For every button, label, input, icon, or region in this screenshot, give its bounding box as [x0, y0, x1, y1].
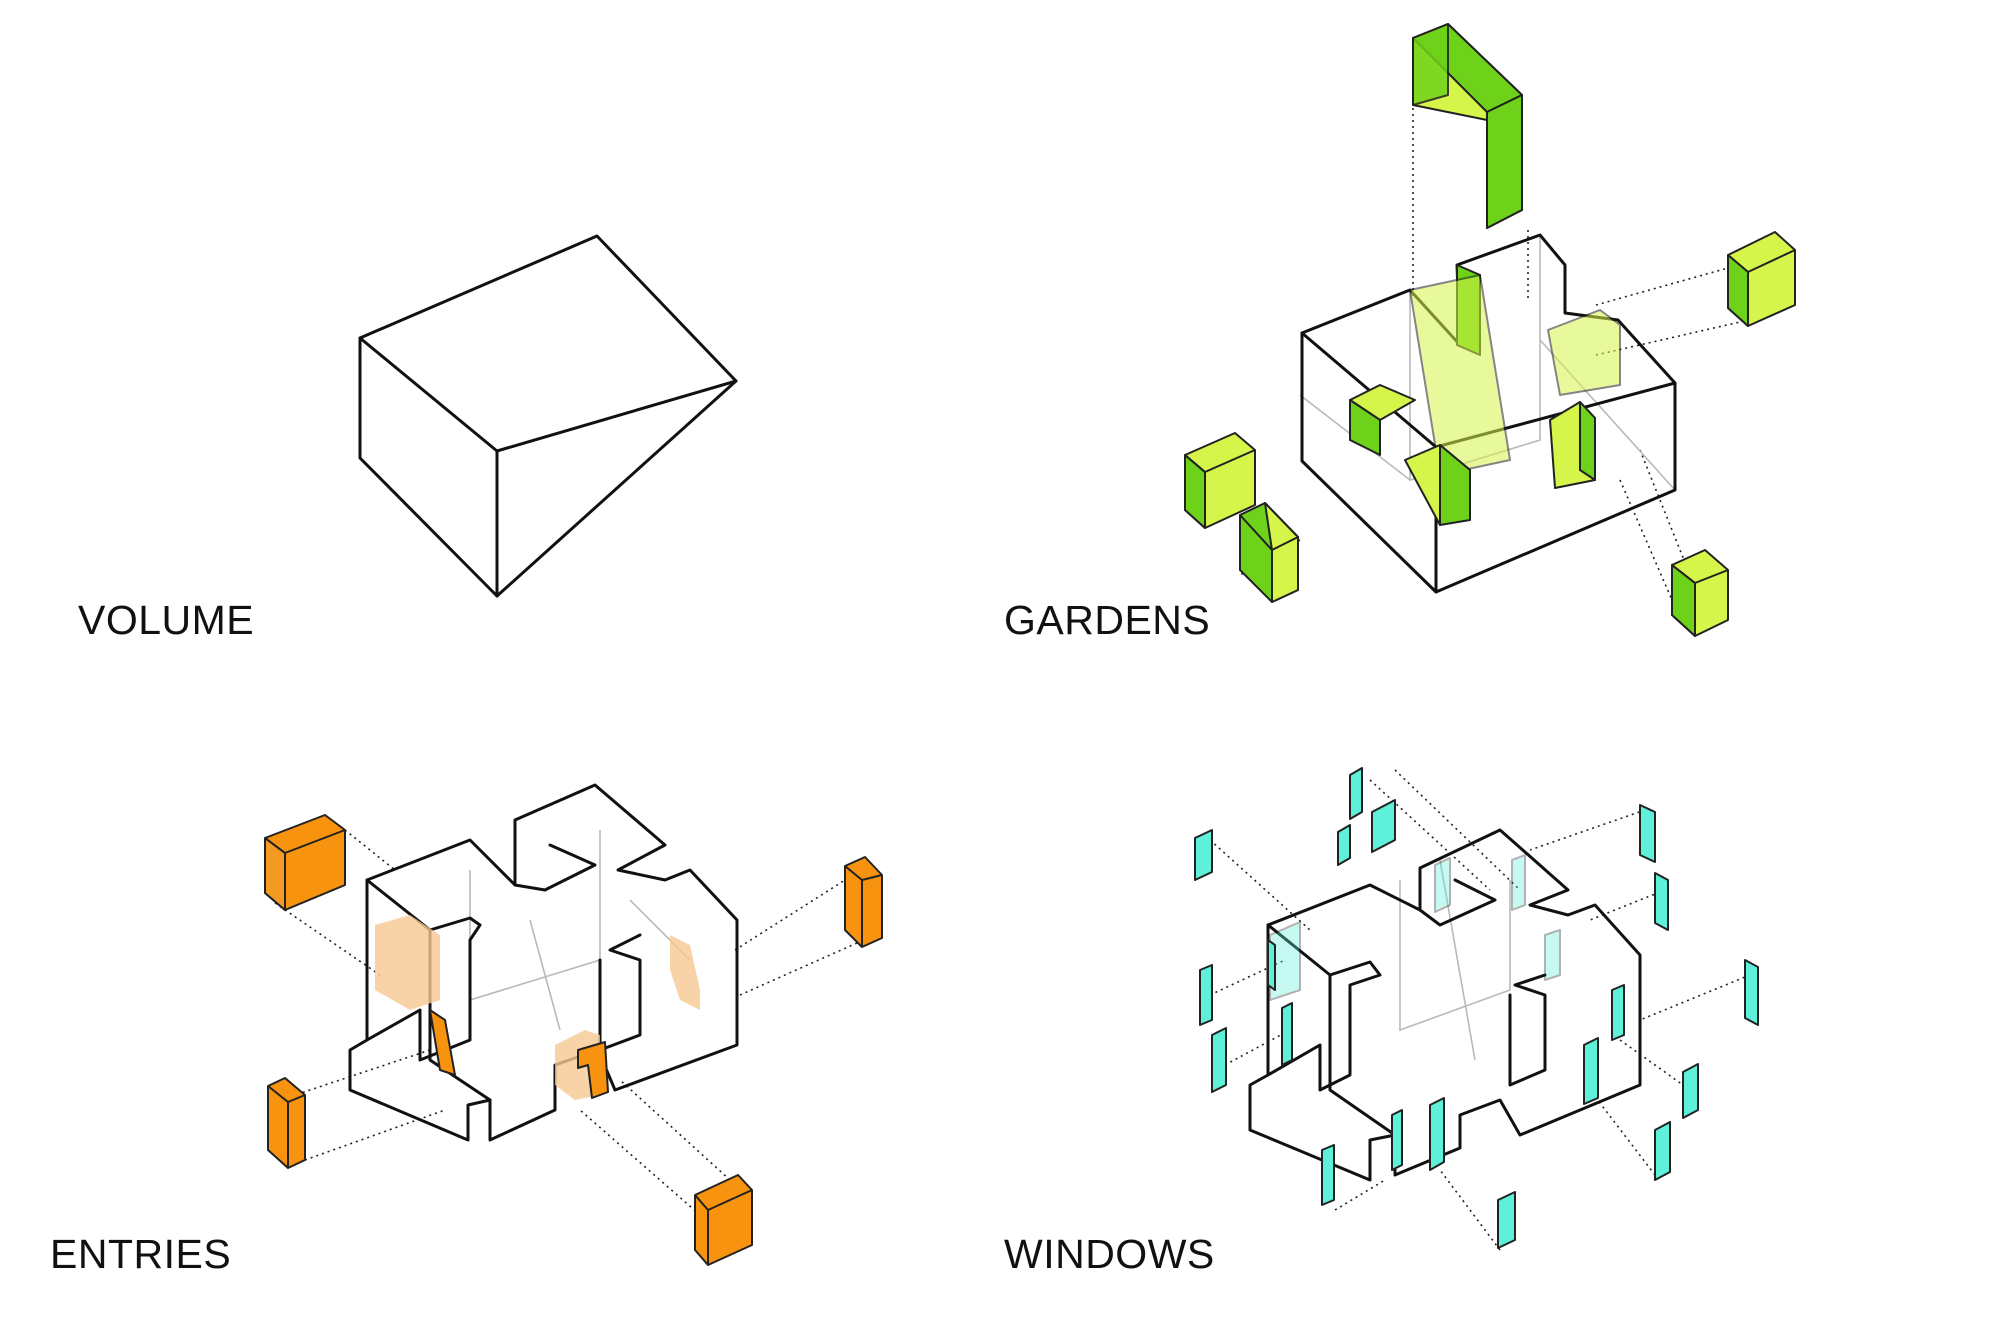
entry-piece-bottom-left — [267, 1077, 306, 1169]
windows-inset-glass — [1267, 854, 1625, 1171]
gardens-pieces — [1184, 23, 1796, 637]
garden-piece-right — [1727, 231, 1796, 327]
windows-panel: WINDOWS — [1004, 767, 1759, 1277]
volume-box — [358, 234, 738, 598]
entries-inset-doors — [429, 1009, 609, 1099]
window-piece-1 — [1194, 829, 1213, 881]
volume-panel: VOLUME — [78, 234, 738, 643]
gardens-label: GARDENS — [1004, 597, 1210, 643]
window-piece-2 — [1349, 767, 1363, 820]
window-piece-5 — [1639, 804, 1656, 863]
entry-piece-right — [844, 856, 883, 948]
window-piece-3 — [1371, 799, 1396, 853]
gardens-panel: GARDENS — [1004, 23, 1796, 643]
window-piece-4 — [1337, 824, 1351, 866]
window-piece-6 — [1654, 872, 1669, 931]
garden-piece-bottom-right — [1671, 549, 1729, 637]
garden-piece-left-2 — [1239, 502, 1299, 603]
entries-projection-lines — [274, 829, 876, 1216]
windows-projection-lines — [1209, 769, 1751, 1251]
entry-piece-bottom-right — [694, 1174, 753, 1266]
window-piece-7 — [1744, 959, 1759, 1026]
entries-panel: ENTRIES — [50, 783, 883, 1277]
windows-label: WINDOWS — [1004, 1231, 1215, 1277]
window-piece-12 — [1654, 1121, 1671, 1181]
entries-pieces — [264, 814, 883, 1266]
window-piece-9 — [1211, 1027, 1227, 1093]
window-piece-8 — [1199, 964, 1213, 1026]
window-piece-10 — [1321, 1144, 1335, 1206]
entry-piece-top-left — [264, 814, 346, 911]
entries-label: ENTRIES — [50, 1231, 231, 1277]
window-piece-13 — [1497, 1191, 1516, 1249]
window-piece-11 — [1682, 1063, 1699, 1119]
garden-piece-left-1 — [1184, 432, 1256, 529]
gardens-voids — [1349, 264, 1621, 526]
volume-label: VOLUME — [78, 597, 254, 643]
garden-piece-tall — [1412, 23, 1523, 229]
entries-ghost-doors — [375, 915, 700, 1100]
windows-pieces — [1194, 767, 1759, 1249]
